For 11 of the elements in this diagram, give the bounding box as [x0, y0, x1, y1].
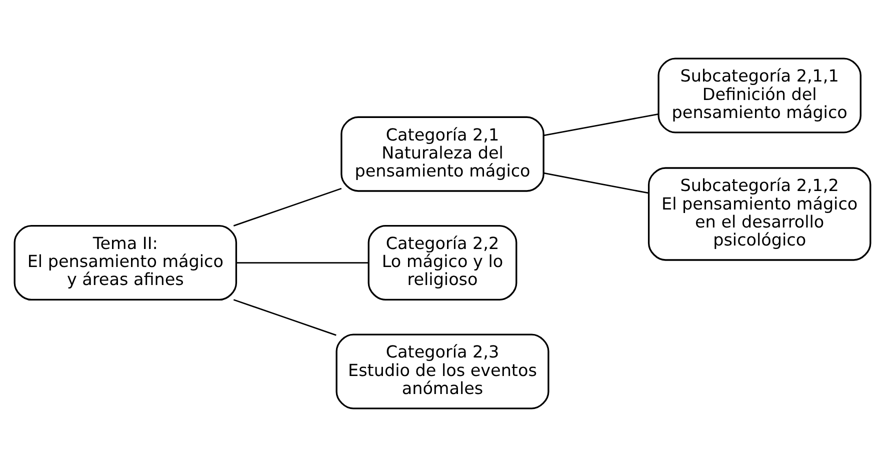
connector — [233, 299, 336, 336]
node-box: Categoría 2,2 Lo mágico y lo religioso — [368, 225, 518, 301]
node-box: Tema II: El pensamiento mágico y áreas afines — [14, 225, 238, 301]
connector — [544, 172, 649, 194]
node-box: Categoría 2,1 Naturaleza del pensamiento mágico — [340, 116, 544, 192]
connector — [544, 113, 658, 136]
connector — [236, 262, 368, 264]
node-box: Subcategoría 2,1,2 El pensamiento mágico en el desarrollo psicológico — [648, 167, 872, 261]
node-box: Subcategoría 2,1,1 Definición del pensamiento mágico — [658, 58, 862, 134]
connector — [233, 188, 342, 226]
node-box: Categoría 2,3 Estudio de los eventos anómales — [336, 334, 550, 410]
